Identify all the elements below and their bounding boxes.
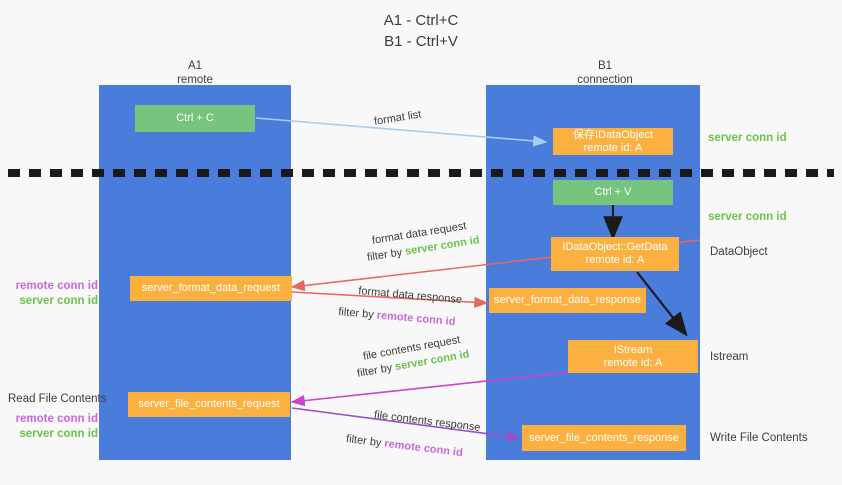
note-group-format: remote conn id server conn id <box>8 279 98 309</box>
box-save-idataobject-label: 保存IDataObject remote id: A <box>572 128 654 154</box>
box-ctrl-v[interactable]: Ctrl + V <box>553 180 673 205</box>
column-b1-name: B1 <box>597 60 613 72</box>
box-ctrl-c[interactable]: Ctrl + C <box>135 105 255 132</box>
note-server-conn-id-top: server conn id <box>708 132 787 144</box>
column-a1-sub: remote <box>177 74 213 86</box>
box-save-idataobject[interactable]: 保存IDataObject remote id: A <box>553 128 673 155</box>
box-istream-label: IStream remote id: A <box>603 343 663 369</box>
note-group-file: remote conn id server conn id <box>8 412 98 442</box>
box-server-format-data-response[interactable]: server_format_data_response <box>489 288 646 313</box>
note-server-conn-id-second: server conn id <box>708 211 787 223</box>
column-header-b1: B1 connection <box>525 59 685 87</box>
box-istream[interactable]: IStream remote id: A <box>568 340 698 373</box>
edge-label-format-list: format list <box>373 108 423 128</box>
filter-prefix-1: filter by <box>366 245 407 264</box>
box-server-file-contents-request-label: server_file_contents_request <box>138 398 280 410</box>
title-line-1: A1 - Ctrl+C <box>383 12 459 29</box>
filter-prefix-4: filter by <box>345 432 386 450</box>
box-server-format-data-request-label: server_format_data_request <box>141 282 281 294</box>
note-server-conn-id-1: server conn id <box>19 295 98 307</box>
note-server-conn-id-2: server conn id <box>19 428 98 440</box>
box-idataobject-getdata[interactable]: IDataObject::GetData remote id: A <box>551 237 679 271</box>
box-ctrl-v-label: Ctrl + V <box>594 186 632 198</box>
edge-label-format-data-response-filter: filter by remote conn id <box>338 305 456 330</box>
note-istream: Istream <box>710 351 749 363</box>
filter-value-remote-conn-id-2: remote conn id <box>383 437 464 460</box>
box-ctrl-c-label: Ctrl + C <box>176 112 214 124</box>
note-read-file-contents: Read File Contents <box>8 393 107 405</box>
filter-value-remote-conn-id-1: remote conn id <box>376 309 456 329</box>
note-write-file-contents: Write File Contents <box>710 432 808 444</box>
box-server-file-contents-response-label: server_file_contents_response <box>529 431 679 444</box>
box-server-file-contents-response[interactable]: server_file_contents_response <box>522 425 686 451</box>
note-remote-conn-id-1: remote conn id <box>15 280 98 292</box>
edge-label-file-contents-response: file contents response <box>373 408 482 434</box>
note-dataobject: DataObject <box>710 246 768 258</box>
note-remote-conn-id-2: remote conn id <box>15 413 98 425</box>
box-server-file-contents-request[interactable]: server_file_contents_request <box>128 392 290 417</box>
column-b1-sub: connection <box>577 74 633 86</box>
column-header-a1: A1 remote <box>115 59 275 87</box>
filter-prefix-3: filter by <box>356 361 397 380</box>
edge-label-file-contents-response-filter: filter by remote conn id <box>345 432 463 461</box>
page-title: A1 - Ctrl+C B1 - Ctrl+V <box>0 10 842 52</box>
box-server-format-data-request[interactable]: server_format_data_request <box>130 276 292 301</box>
column-a1-name: A1 <box>187 60 203 72</box>
title-line-2: B1 - Ctrl+V <box>384 33 458 50</box>
box-server-format-data-response-label: server_format_data_response <box>494 294 641 306</box>
box-idataobject-getdata-label: IDataObject::GetData remote id: A <box>562 241 668 266</box>
edge-label-format-data-response: format data response <box>357 284 463 307</box>
filter-prefix-2: filter by <box>337 305 378 322</box>
